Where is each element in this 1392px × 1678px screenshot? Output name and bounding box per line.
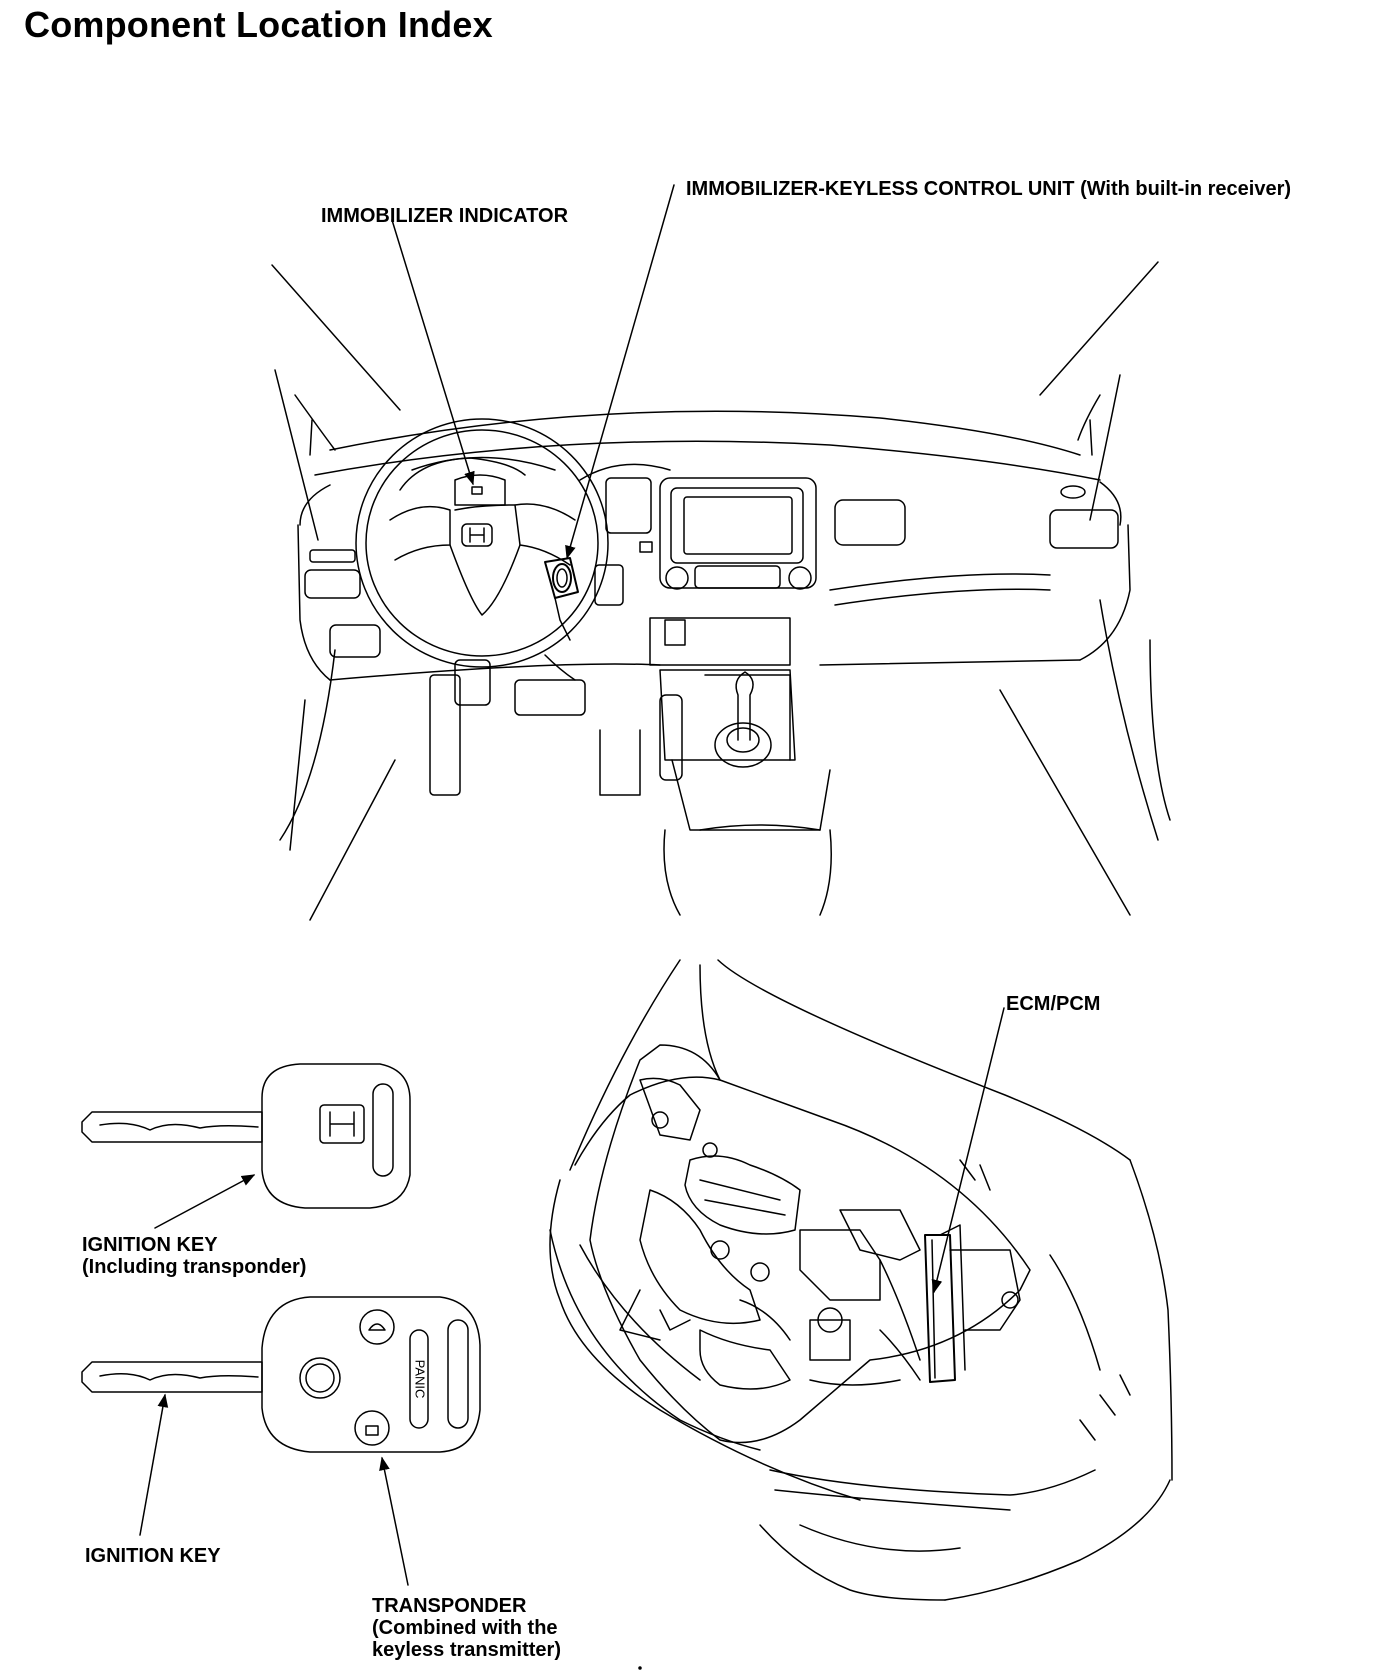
dashboard-illustration xyxy=(272,185,1170,920)
transponder-note-2: keyless transmitter) xyxy=(372,1639,561,1661)
transponder-title: TRANSPONDER xyxy=(372,1595,527,1617)
ignition-key-transponder-note: (Including transponder) xyxy=(82,1256,307,1278)
keyless-remote-illustration: PANIC xyxy=(82,1297,480,1585)
transponder-note-1: (Combined with the xyxy=(372,1617,558,1639)
page-title: Component Location Index xyxy=(24,4,493,45)
control-unit-label: IMMOBILIZER-KEYLESS CONTROL UNIT (With b… xyxy=(686,178,1292,200)
page-marker xyxy=(639,1667,641,1669)
panic-button-label: PANIC xyxy=(413,1360,428,1399)
engine-bay-illustration xyxy=(550,960,1172,1600)
ignition-key-label: IGNITION KEY xyxy=(85,1545,221,1567)
ecm-pcm-label: ECM/PCM xyxy=(1006,993,1101,1015)
ignition-key-transponder-title: IGNITION KEY xyxy=(82,1234,218,1256)
immobilizer-indicator-label: IMMOBILIZER INDICATOR xyxy=(321,205,569,227)
ignition-key-illustration xyxy=(82,1064,410,1228)
transponder-label: TRANSPONDER (Combined with the keyless t… xyxy=(372,1595,561,1661)
ignition-key-transponder-label: IGNITION KEY (Including transponder) xyxy=(82,1234,306,1278)
